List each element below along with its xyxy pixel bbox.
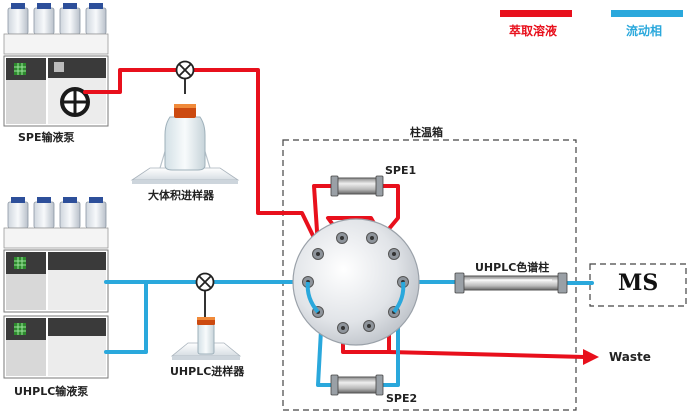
column-oven-box (282, 139, 577, 411)
uhplc-column (454, 272, 568, 294)
large-injector-label: 大体积进样器 (148, 189, 214, 202)
spe2-label: SPE2 (386, 392, 418, 405)
legend-extraction-label: 萃取溶液 (509, 24, 558, 38)
ms-label: MS (618, 270, 659, 296)
spe1-cartridge (330, 175, 384, 197)
switching-valve (292, 218, 420, 346)
waste-label: Waste (609, 350, 651, 364)
uhplc-pump (3, 197, 109, 379)
spe1-label: SPE1 (385, 164, 417, 177)
uhplc-injector (170, 317, 242, 360)
shutoff-valve-icon (195, 272, 215, 318)
column-oven-label: 柱温箱 (410, 126, 443, 139)
waste-arrow-icon (583, 349, 599, 365)
solvent-bottles (7, 3, 107, 35)
large-volume-injector (130, 104, 240, 184)
uhplc-column-label: UHPLC色谱柱 (475, 261, 550, 274)
spe-pump-label: SPE输液泵 (18, 131, 75, 144)
spe-pump (3, 3, 109, 127)
spe2-cartridge (330, 374, 384, 396)
valve-handwheel-icon (60, 87, 90, 117)
solvent-bottles (7, 197, 107, 229)
legend-mobile-label: 流动相 (626, 24, 663, 38)
legend-extraction-swatch (500, 10, 572, 17)
shutoff-valve-icon (175, 60, 195, 94)
legend-mobile-swatch (611, 10, 683, 17)
uhplc-pump-label: UHPLC输液泵 (14, 385, 89, 398)
uhplc-injector-label: UHPLC进样器 (170, 365, 245, 378)
